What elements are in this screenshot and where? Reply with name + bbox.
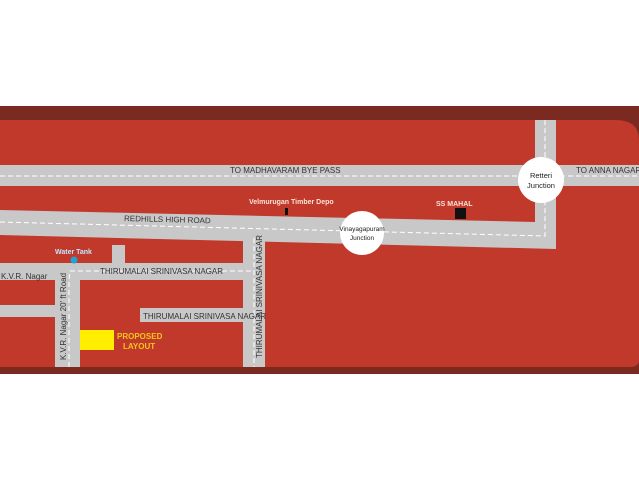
water-tank-marker <box>70 256 78 264</box>
madhavaram-road <box>0 165 639 186</box>
road-label-kvr-20ft: K.V.R. Nagar 20' ft Road <box>59 273 68 360</box>
road-label-thirumalai-1: THIRUMALAI SRINIVASA NAGAR <box>100 267 223 276</box>
road-label-thirumalai-vertical: THIRUMALAI SRINIVASA NAGAR <box>255 235 264 358</box>
road-label-thirumalai-2: THIRUMALAI SRINIVASA NAGAR <box>143 312 266 321</box>
kvr-lane <box>0 305 55 317</box>
road-label-kvr-nagar: K.V.R. Nagar <box>1 272 48 281</box>
proposed-layout-plot <box>80 330 114 350</box>
thirumalai-road-1 <box>0 263 265 280</box>
retteri-junction: Retteri Junction <box>518 157 564 203</box>
road-label-redhills: REDHILLS HIGH ROAD <box>124 214 211 225</box>
road-label-anna-nagar: TO ANNA NAGAR <box>576 166 639 175</box>
timber-depo-marker <box>285 208 288 215</box>
label-timber-depo: Velmurugan Timber Depo <box>249 199 334 206</box>
ss-mahal-marker <box>455 208 466 219</box>
proposed-label: PROPOSED <box>117 332 163 341</box>
svg-text:Junction: Junction <box>527 181 555 190</box>
label-water-tank: Water Tank <box>55 249 92 256</box>
svg-text:Vinayagapuram: Vinayagapuram <box>339 226 384 233</box>
vinayagapuram-junction: Vinayagapuram Junction <box>339 211 385 255</box>
label-ss-mahal: SS MAHAL <box>436 201 473 208</box>
road-label-madhavaram: TO MADHAVARAM BYE PASS <box>230 166 341 175</box>
roads <box>0 120 639 367</box>
svg-text:Retteri: Retteri <box>530 171 552 180</box>
svg-text:Junction: Junction <box>350 235 375 242</box>
thirumalai-road-2 <box>140 308 243 322</box>
layout-label: LAYOUT <box>123 342 155 351</box>
redhills-high-road <box>0 120 556 249</box>
side-lane <box>112 245 125 265</box>
kvr-20ft-road <box>55 278 80 367</box>
